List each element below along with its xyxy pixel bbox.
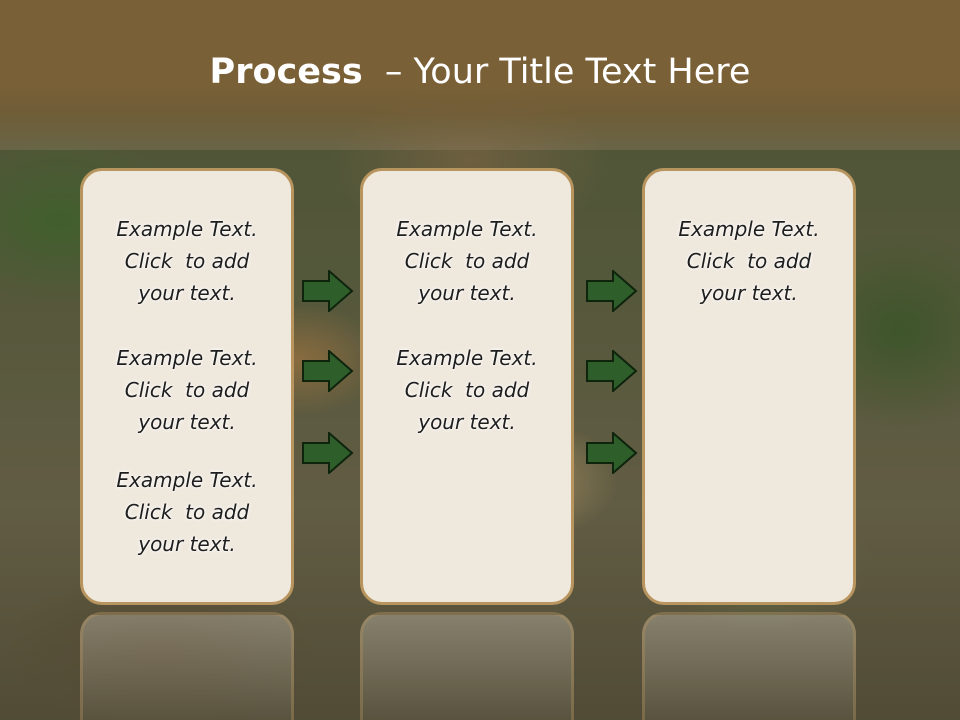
card-3-text-block-1[interactable]: Example Text. Click to add your text. xyxy=(645,213,853,309)
card-reflection-3 xyxy=(642,612,856,720)
process-card-1[interactable]: Example Text. Click to add your text. Ex… xyxy=(80,168,294,605)
text-line: Click to add xyxy=(124,378,250,402)
text-line: Click to add xyxy=(124,500,250,524)
text-line: Example Text. xyxy=(116,468,258,492)
text-line: Example Text. xyxy=(116,346,258,370)
card-2-text-block-2[interactable]: Example Text. Click to add your text. xyxy=(363,342,571,438)
text-line: your text. xyxy=(418,281,516,305)
text-line: Example Text. xyxy=(396,346,538,370)
text-line: your text. xyxy=(138,410,236,434)
card-reflection-2 xyxy=(360,612,574,720)
title-bold-text: Process xyxy=(209,52,363,92)
text-line: your text. xyxy=(700,281,798,305)
right-arrow-icon xyxy=(586,270,638,312)
text-line: Example Text. xyxy=(678,217,820,241)
card-1-text-block-1[interactable]: Example Text. Click to add your text. xyxy=(83,213,291,309)
title-rest-text: – Your Title Text Here xyxy=(384,52,751,92)
text-line: your text. xyxy=(138,281,236,305)
right-arrow-icon xyxy=(586,350,638,392)
slide-title[interactable]: Process – Your Title Text Here xyxy=(0,52,960,92)
card-1-text-block-2[interactable]: Example Text. Click to add your text. xyxy=(83,342,291,438)
text-line: Click to add xyxy=(686,249,812,273)
process-card-3[interactable]: Example Text. Click to add your text. xyxy=(642,168,856,605)
text-line: your text. xyxy=(138,532,236,556)
card-2-text-block-1[interactable]: Example Text. Click to add your text. xyxy=(363,213,571,309)
card-reflection-1 xyxy=(80,612,294,720)
process-card-2[interactable]: Example Text. Click to add your text. Ex… xyxy=(360,168,574,605)
text-line: your text. xyxy=(418,410,516,434)
text-line: Click to add xyxy=(404,249,530,273)
right-arrow-icon xyxy=(302,432,354,474)
text-line: Example Text. xyxy=(396,217,538,241)
title-band xyxy=(0,0,960,150)
text-line: Click to add xyxy=(124,249,250,273)
card-1-text-block-3[interactable]: Example Text. Click to add your text. xyxy=(83,464,291,560)
right-arrow-icon xyxy=(302,270,354,312)
text-line: Click to add xyxy=(404,378,530,402)
right-arrow-icon xyxy=(302,350,354,392)
right-arrow-icon xyxy=(586,432,638,474)
text-line: Example Text. xyxy=(116,217,258,241)
